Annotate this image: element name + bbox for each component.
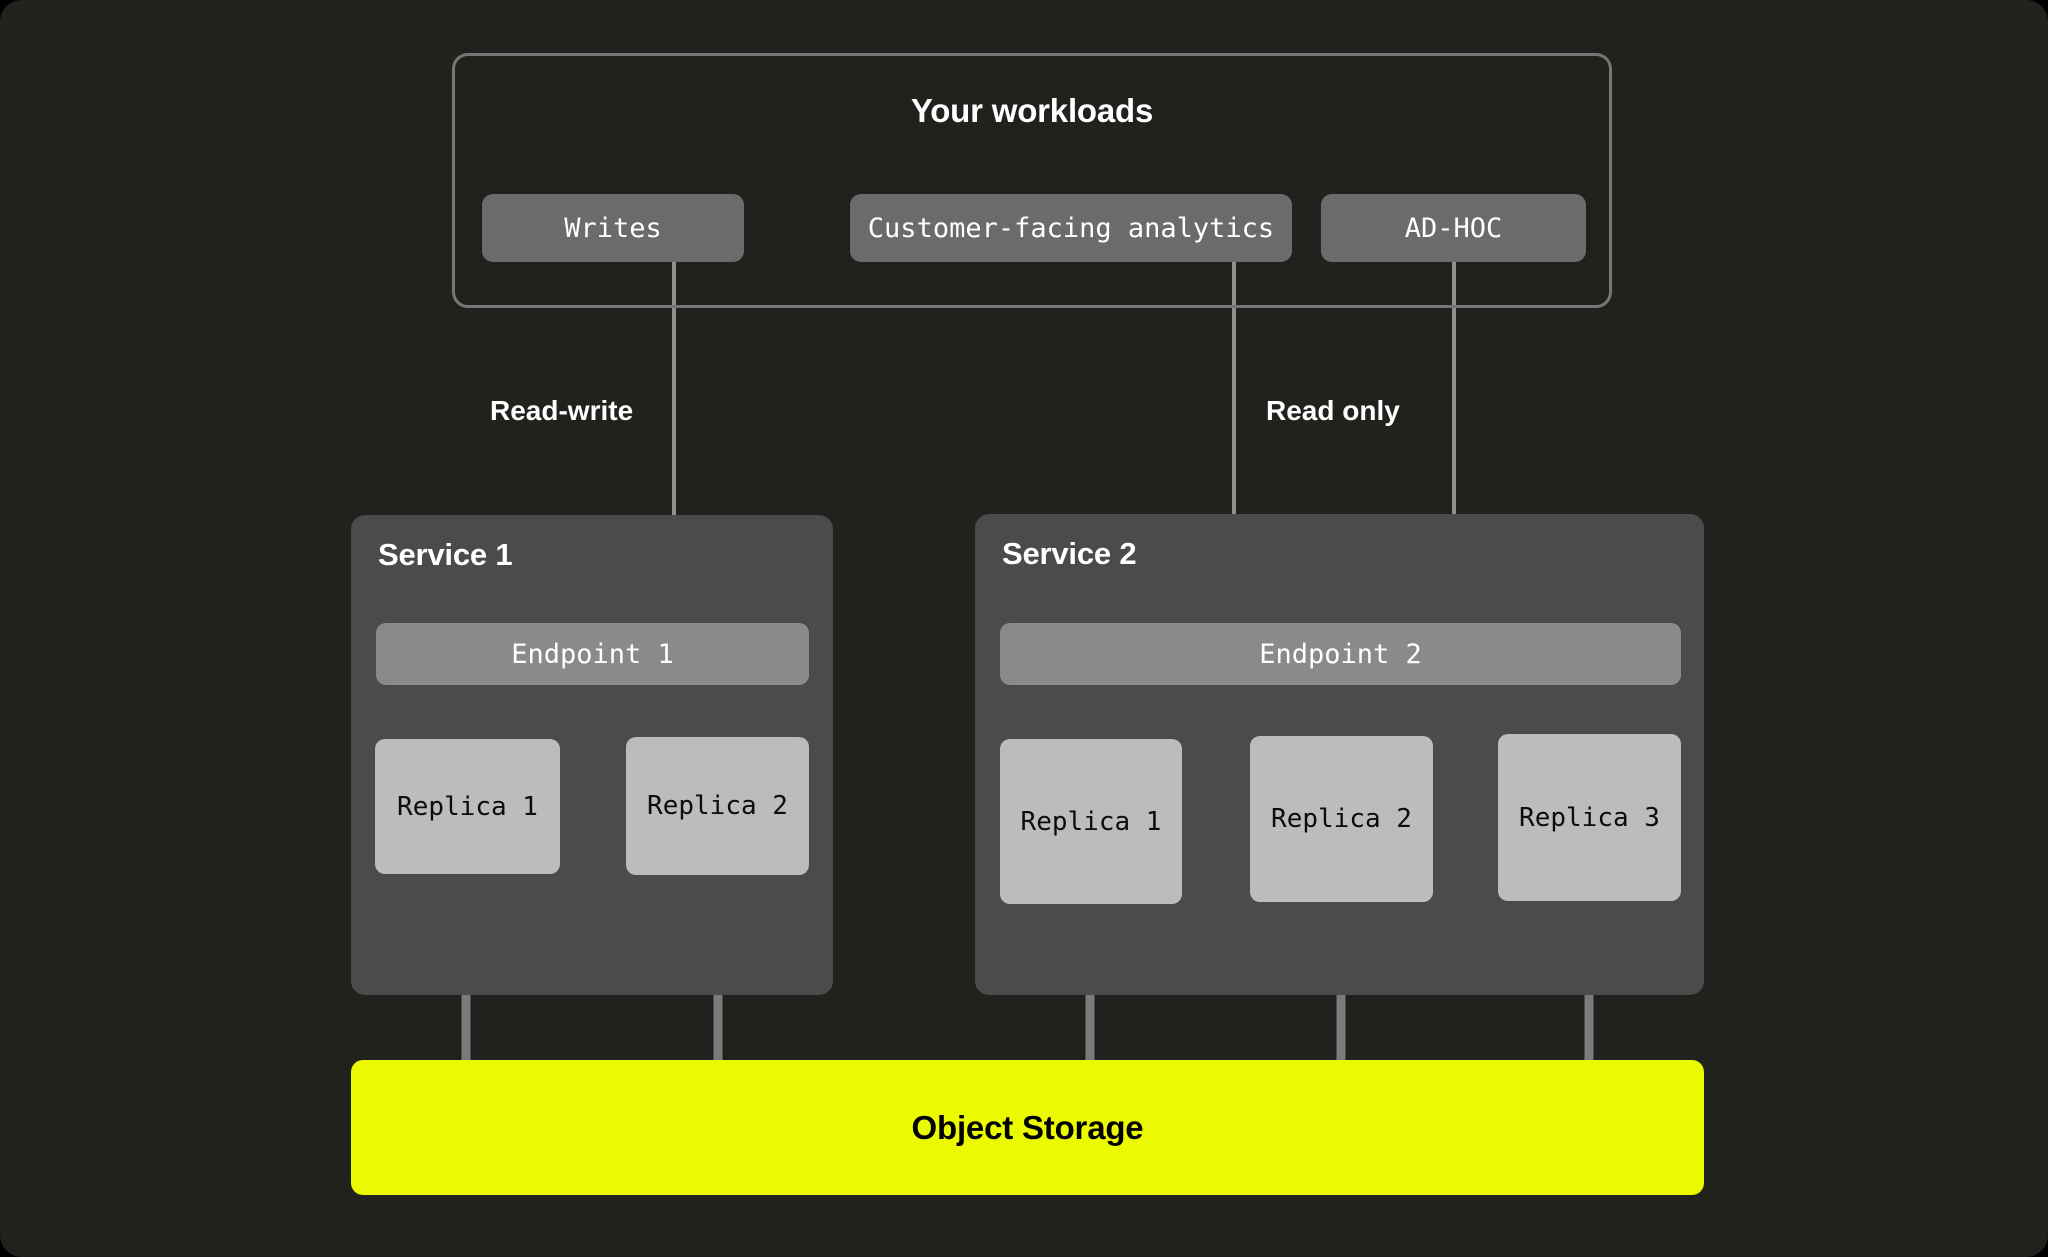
service-1-replica-2[interactable]: Replica 2 — [626, 737, 809, 875]
service-2-replica-2[interactable]: Replica 2 — [1250, 736, 1433, 902]
workload-chip-ad-hoc[interactable]: AD-HOC — [1321, 194, 1586, 262]
service-panel-2: Service 2 Endpoint 2 Replica 1 Replica 2… — [975, 514, 1704, 995]
service-panel-1: Service 1 Endpoint 1 Replica 1 Replica 2 — [351, 515, 833, 995]
workload-chip-customer-facing-analytics-label: Customer-facing analytics — [867, 212, 1275, 244]
flow-label-read-only: Read only — [1266, 395, 1400, 426]
workload-chip-customer-facing-analytics[interactable]: Customer-facing analytics — [850, 194, 1292, 262]
service-2-replica-2-label: Replica 2 — [1271, 804, 1412, 834]
service-1-replica-1[interactable]: Replica 1 — [375, 739, 560, 874]
workloads-title: Your workloads — [910, 92, 1154, 129]
workloads-container: Your workloads Writes Customer-facing an… — [452, 53, 1612, 308]
service-1-replica-2-label: Replica 2 — [647, 791, 788, 821]
object-storage-bar[interactable]: Object Storage — [351, 1060, 1704, 1195]
flow-label-read-write: Read-write — [490, 395, 634, 426]
service-2-title: Service 2 — [1002, 536, 1137, 571]
object-storage-label: Object Storage — [911, 1108, 1144, 1146]
service-2-replica-3[interactable]: Replica 3 — [1498, 734, 1681, 901]
workload-chip-ad-hoc-label: AD-HOC — [1404, 212, 1503, 244]
endpoint-1[interactable]: Endpoint 1 — [376, 623, 809, 685]
endpoint-2-label: Endpoint 2 — [1259, 638, 1422, 670]
service-1-replica-1-label: Replica 1 — [397, 791, 538, 822]
endpoint-2[interactable]: Endpoint 2 — [1000, 623, 1681, 685]
workload-chip-writes[interactable]: Writes — [482, 194, 744, 262]
workload-chip-writes-label: Writes — [564, 212, 662, 244]
endpoint-1-label: Endpoint 1 — [511, 638, 674, 670]
service-2-replica-1-label: Replica 1 — [1020, 806, 1162, 837]
service-1-title: Service 1 — [378, 537, 513, 572]
service-2-replica-3-label: Replica 3 — [1519, 802, 1660, 833]
service-2-replica-1[interactable]: Replica 1 — [1000, 739, 1182, 904]
